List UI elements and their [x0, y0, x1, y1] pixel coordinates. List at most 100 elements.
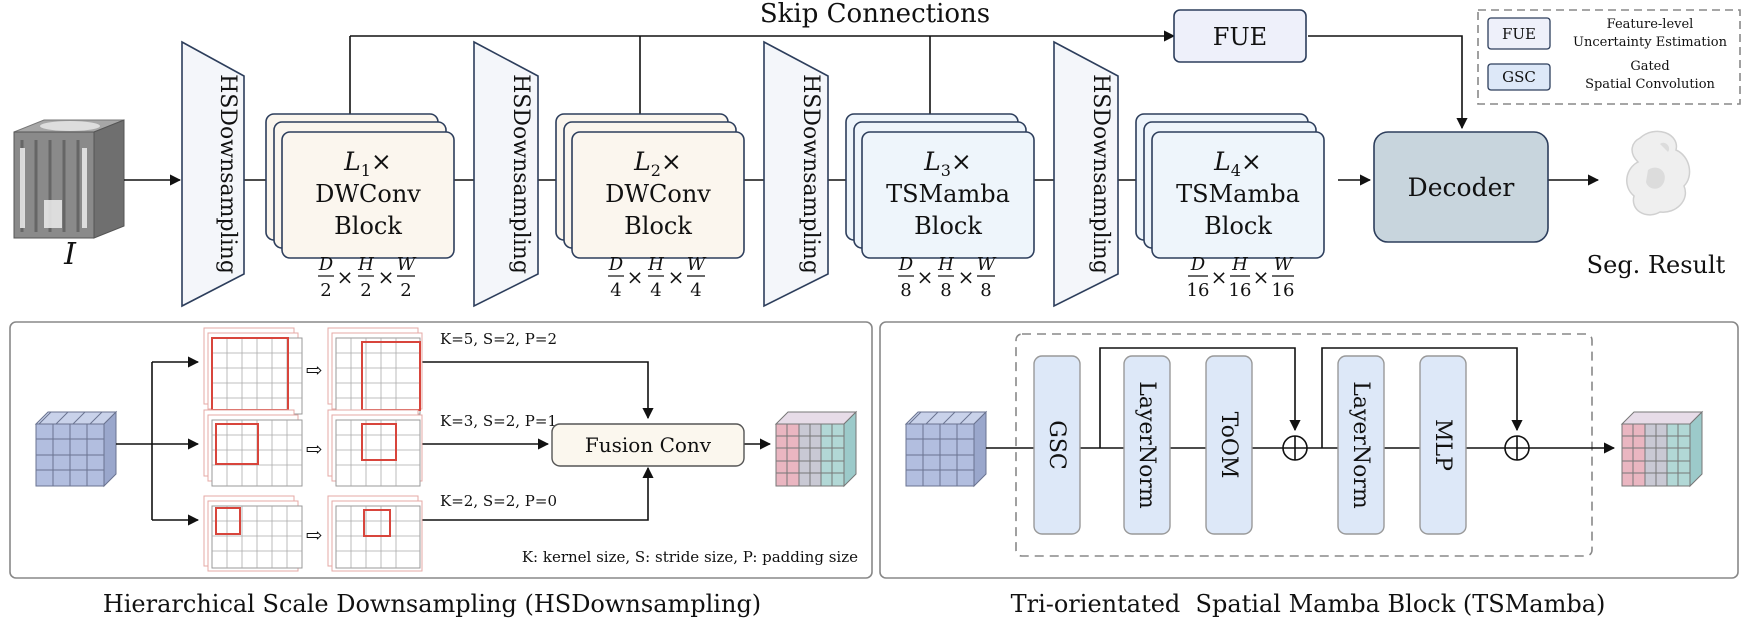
legend-gsc-swatch	[1487, 63, 1551, 91]
hsd-label-4: HSDownsampling	[1088, 74, 1113, 274]
stage-4-block: L4× TSMamba Block	[1135, 113, 1325, 259]
tsmamba-block-toom: ToOM	[1205, 355, 1253, 535]
stage-4-line3: Block	[1204, 212, 1272, 240]
fusion-conv-label: Fusion Conv	[585, 433, 712, 457]
tsmamba-block-layernorm-1-label: LayerNorm	[1134, 381, 1159, 509]
tsmamba-flow-lines	[986, 347, 1616, 454]
tsmamba-input-cube	[904, 410, 988, 488]
stage-3-line2: TSMamba	[886, 180, 1010, 208]
stage-2-title: L2×	[633, 147, 682, 180]
hsd-grid-branch-1-input	[203, 327, 303, 415]
dim-h-3: H	[937, 254, 954, 275]
fue-label: FUE	[1213, 23, 1267, 51]
dim-den-2b: 4	[650, 280, 661, 301]
tsmamba-block-gsc: GSC	[1033, 355, 1081, 535]
stage-2-line2: DWConv	[605, 180, 711, 208]
tsmamba-block-layernorm-2: LayerNorm	[1337, 355, 1385, 535]
dim-times-1b: ×	[378, 265, 395, 289]
dim-den-3c: 8	[980, 280, 991, 301]
dim-times-4b: ×	[1253, 265, 1270, 289]
dim-den-1a: 2	[320, 280, 331, 301]
hsd-branch-3-label: K=2, S=2, P=0	[440, 492, 557, 510]
segmentation-result-shape	[1626, 130, 1691, 216]
hsd-arrow-glyph-3: ⇨	[306, 523, 323, 547]
dim-den-4b: 16	[1229, 280, 1252, 301]
tsmamba-block-toom-label: ToOM	[1216, 412, 1241, 479]
stage-3-title: L3×	[923, 147, 972, 180]
tsmamba-block-gsc-label: GSC	[1044, 420, 1069, 469]
dim-h-4: H	[1231, 254, 1248, 275]
dim-w-1: W	[397, 254, 417, 275]
decoder-box: Decoder	[1373, 131, 1549, 243]
dim-den-1b: 2	[360, 280, 371, 301]
dim-times-2b: ×	[668, 265, 685, 289]
tsmamba-panel-caption: Tri-orientated Spatial Mamba Block (TSMa…	[1011, 590, 1606, 618]
dim-times-4a: ×	[1211, 265, 1228, 289]
hsd-input-cube	[34, 410, 118, 488]
dim-h-2: H	[647, 254, 664, 275]
tsmamba-block-mlp: MLP	[1419, 355, 1467, 535]
hsd-arrow-glyph-2: ⇨	[306, 437, 323, 461]
dim-den-3a: 8	[900, 280, 911, 301]
seg-result-label: Seg. Result	[1587, 251, 1726, 279]
stage-4-line2: TSMamba	[1176, 180, 1300, 208]
tsmamba-panel: GSC LayerNorm ToOM LayerNorm MLP	[879, 321, 1739, 579]
stage-3-dims: D 8 × H 8 × W 8	[898, 254, 997, 301]
legend-gsc-desc-2: Spatial Convolution	[1585, 77, 1715, 92]
dim-den-3b: 8	[940, 280, 951, 301]
hsd-grid-branch-3-output	[327, 495, 423, 572]
hsd-arrow-glyph-1: ⇨	[306, 358, 323, 382]
stage-4-dims: D 16 × H 16 × W 16	[1187, 254, 1295, 301]
input-label: I	[63, 237, 77, 272]
decoder-label: Decoder	[1408, 173, 1515, 202]
stage-2-block: L2× DWConv Block	[555, 113, 745, 259]
stage-1-line3: Block	[334, 212, 402, 240]
stage-2-dims: D 4 × H 4 × W 4	[608, 254, 707, 301]
legend-gsc-desc-1: Gated	[1630, 59, 1669, 74]
dim-times-1a: ×	[337, 265, 354, 289]
skip-connections-label: Skip Connections	[760, 0, 990, 29]
dim-den-2a: 4	[610, 280, 621, 301]
dim-h-1: H	[357, 254, 374, 275]
dim-den-4a: 16	[1187, 280, 1210, 301]
dim-times-2a: ×	[627, 265, 644, 289]
dim-times-3a: ×	[917, 265, 934, 289]
hsd-label-3: HSDownsampling	[798, 74, 823, 274]
stage-3-block: L3× TSMamba Block	[845, 113, 1035, 259]
legend-fue-desc-1: Feature-level	[1607, 17, 1694, 32]
legend: FUE Feature-level Uncertainty Estimation…	[1477, 9, 1741, 105]
hsd-block-1: HSDownsampling	[181, 40, 245, 308]
hsd-block-3: HSDownsampling	[763, 40, 829, 308]
dim-w-2: W	[687, 254, 707, 275]
legend-gsc-text: GSC	[1502, 68, 1536, 86]
top-pipeline: Skip Connections FUE FUE Feature-level U…	[13, 0, 1741, 308]
hsd-footnote: K: kernel size, S: stride size, P: paddi…	[522, 548, 858, 566]
hsd-grid-branch-2-output	[327, 409, 423, 487]
stage-1-line2: DWConv	[315, 180, 421, 208]
hsd-block-2: HSDownsampling	[473, 40, 539, 308]
stage-2-line3: Block	[624, 212, 692, 240]
hsd-grid-branch-3-input	[203, 495, 303, 572]
stage-1-dims: D 2 × H 2 × W 2	[318, 254, 417, 301]
hsd-label-2: HSDownsampling	[508, 74, 533, 274]
hsd-branch-2-label: K=3, S=2, P=1	[440, 412, 557, 430]
stage-1-title: L1×	[343, 147, 392, 180]
skip-connection-lines	[349, 30, 1468, 130]
dim-d-3: D	[898, 254, 914, 275]
dim-d-1: D	[318, 254, 334, 275]
tsmamba-block-mlp-label: MLP	[1430, 419, 1455, 471]
legend-fue-text: FUE	[1502, 25, 1536, 43]
stage-3-line3: Block	[914, 212, 982, 240]
dim-w-3: W	[977, 254, 997, 275]
tsmamba-block-layernorm-2-label: LayerNorm	[1348, 381, 1373, 509]
dim-w-4: W	[1274, 254, 1294, 275]
dim-times-3b: ×	[958, 265, 975, 289]
fusion-conv-box: Fusion Conv	[551, 423, 745, 467]
hsd-branch-lines	[116, 356, 772, 526]
legend-fue-swatch	[1487, 17, 1551, 50]
dim-den-2c: 4	[690, 280, 701, 301]
hsd-panel-caption: Hierarchical Scale Downsampling (HSDowns…	[103, 590, 761, 618]
dim-d-2: D	[608, 254, 624, 275]
hsd-output-cube	[774, 410, 858, 488]
tsmamba-output-cube	[1620, 410, 1704, 488]
